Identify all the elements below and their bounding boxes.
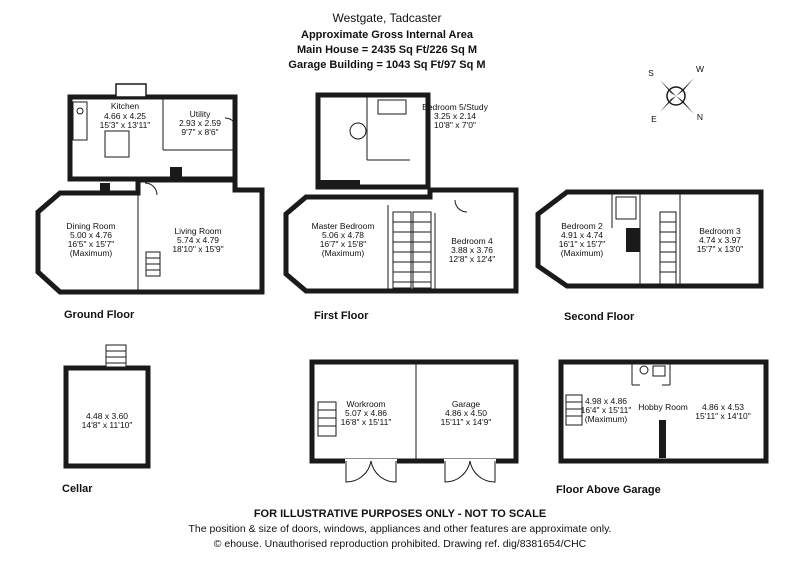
master-bedroom-note: (Maximum) (322, 248, 365, 258)
kitchen-label: Kitchen (111, 101, 140, 111)
floor-above-garage-plan: 4.98 x 4.86 16'4" x 15'11" (Maximum) Hob… (556, 359, 769, 496)
hobby-left-imperial: 16'4" x 15'11" (581, 405, 632, 415)
hobby-room-label: Hobby Room (638, 402, 688, 412)
first-floor-label: First Floor (314, 310, 369, 322)
bedroom3-label: Bedroom 3 (699, 226, 741, 236)
master-bedroom-imperial: 16'7" x 15'8" (320, 239, 367, 249)
ground-floor-label: Ground Floor (64, 309, 135, 321)
compass-n: N (697, 112, 703, 122)
footer: FOR ILLUSTRATIVE PURPOSES ONLY - NOT TO … (189, 508, 612, 550)
bedroom2-label: Bedroom 2 (561, 221, 603, 231)
bedroom2-imperial: 16'1" x 15'7" (559, 239, 606, 249)
copyright: © ehouse. Unauthorised reproduction proh… (214, 538, 587, 550)
garage-label: Garage (452, 399, 481, 409)
main-house-area: Main House = 2435 Sq Ft/226 Sq M (297, 44, 477, 56)
dining-room-label: Dining Room (66, 221, 115, 231)
hobby-left-note: (Maximum) (585, 414, 628, 424)
utility-label: Utility (190, 109, 212, 119)
garage-building-plan: Workroom 5.07 x 4.86 16'8" x 15'11" Gara… (309, 359, 519, 483)
second-floor-label: Second Floor (564, 311, 635, 323)
floor-above-garage-label: Floor Above Garage (556, 484, 661, 496)
bedroom4-metric: 3.88 x 3.76 (451, 245, 493, 255)
scale-note: FOR ILLUSTRATIVE PURPOSES ONLY - NOT TO … (254, 508, 546, 520)
master-bedroom-label: Master Bedroom (312, 221, 375, 231)
compass-e: E (651, 114, 657, 124)
workroom-label: Workroom (346, 399, 385, 409)
dining-room-note: (Maximum) (70, 248, 113, 258)
bedroom2-metric: 4.91 x 4.74 (561, 230, 603, 240)
utility-metric: 2.93 x 2.59 (179, 118, 221, 128)
kitchen-metric: 4.66 x 4.25 (104, 111, 146, 121)
compass-s: S (648, 68, 654, 78)
bedroom5-imperial: 10'8" x 7'0" (434, 120, 476, 130)
garage-imperial: 15'11" x 14'9" (441, 417, 492, 427)
hobby-left-metric: 4.98 x 4.86 (585, 396, 627, 406)
plan-subtitle: Approximate Gross Internal Area (301, 29, 474, 41)
disclaimer: The position & size of doors, windows, a… (189, 523, 612, 535)
first-floor-plan: Bedroom 5/Study 3.25 x 2.14 10'8" x 7'0"… (283, 92, 519, 322)
master-bedroom-metric: 5.06 x 4.78 (322, 230, 364, 240)
bedroom3-metric: 4.74 x 3.97 (699, 235, 741, 245)
bedroom5-metric: 3.25 x 2.14 (434, 111, 476, 121)
utility-imperial: 9'7" x 8'6" (181, 127, 218, 137)
compass-w: W (696, 64, 704, 74)
plan-title: Westgate, Tadcaster (333, 11, 442, 25)
second-floor-plan: Bedroom 2 4.91 x 4.74 16'1" x 15'7" (Max… (535, 189, 764, 323)
ground-floor-plan: Kitchen 4.66 x 4.25 15'3" x 13'11" Utili… (35, 83, 265, 321)
cellar-imperial: 14'8" x 11'10" (82, 420, 133, 430)
workroom-imperial: 16'8" x 15'11" (341, 417, 392, 427)
dining-room-imperial: 16'5" x 15'7" (68, 239, 115, 249)
cellar-plan: 4.48 x 3.60 14'8" x 11'10" Cellar (62, 344, 151, 495)
workroom-metric: 5.07 x 4.86 (345, 408, 387, 418)
bedroom4-label: Bedroom 4 (451, 236, 493, 246)
bedroom4-imperial: 12'8" x 12'4" (449, 254, 496, 264)
garage-metric: 4.86 x 4.50 (445, 408, 487, 418)
bedroom2-note: (Maximum) (561, 248, 604, 258)
cellar-label: Cellar (62, 483, 93, 495)
hobby-right-metric: 4.86 x 4.53 (702, 402, 744, 412)
living-room-label: Living Room (174, 226, 221, 236)
bedroom5-label: Bedroom 5/Study (422, 102, 488, 112)
bedroom3-imperial: 15'7" x 13'0" (697, 244, 744, 254)
hobby-right-imperial: 15'11" x 14'10" (695, 411, 750, 421)
living-room-imperial: 18'10" x 15'9" (172, 244, 223, 254)
cellar-metric: 4.48 x 3.60 (86, 411, 128, 421)
dining-room-metric: 5.00 x 4.76 (70, 230, 112, 240)
kitchen-imperial: 15'3" x 13'11" (100, 120, 151, 130)
compass-icon: W S E N (648, 64, 704, 124)
header: Westgate, Tadcaster Approximate Gross In… (288, 11, 485, 71)
garage-building-area: Garage Building = 1043 Sq Ft/97 Sq M (288, 59, 485, 71)
living-room-metric: 5.74 x 4.79 (177, 235, 219, 245)
